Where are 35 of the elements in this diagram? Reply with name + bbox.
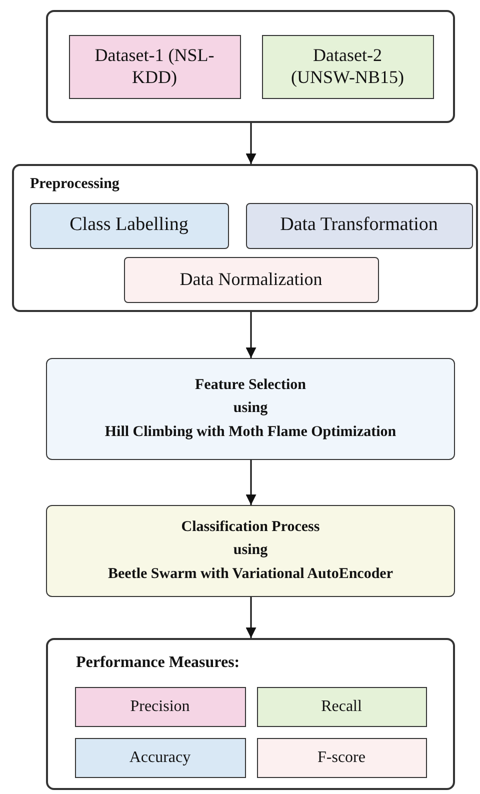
process-box	[46, 358, 455, 460]
box-label: Data Transformation	[279, 214, 439, 237]
process-box	[246, 202, 472, 248]
box-label: Recall	[320, 696, 363, 716]
arrow	[246, 312, 256, 358]
process-text: Beetle Swarm with Variational AutoEncoder	[107, 564, 394, 584]
group-box	[46, 10, 455, 123]
arrow	[246, 597, 256, 638]
process-box	[74, 686, 246, 726]
box-label: Dataset-2 (UNSW-NB15)	[290, 44, 405, 88]
process-text: using	[232, 399, 269, 418]
box-label: Data Normalization	[178, 268, 324, 290]
process-text: Classification Process	[180, 518, 321, 538]
process-text: Hill Climbing with Moth Flame Optimization	[104, 422, 398, 442]
group-box	[46, 638, 455, 790]
process-text: using	[232, 541, 269, 560]
group-box	[12, 164, 478, 312]
process-box	[46, 505, 455, 597]
arrow	[246, 460, 256, 505]
box-label: Class Labelling	[68, 214, 190, 237]
group-heading: Performance Measures:	[76, 654, 240, 672]
process-box	[256, 738, 426, 778]
process-box	[74, 738, 246, 778]
box-label: Dataset-1 (NSL-KDD)	[94, 44, 216, 88]
group-heading: Preprocessing	[30, 176, 120, 193]
arrow	[246, 123, 256, 164]
process-box	[262, 34, 434, 98]
box-label: Precision	[129, 696, 191, 716]
process-box	[68, 34, 240, 98]
process-box	[256, 686, 426, 726]
process-box	[124, 256, 378, 302]
process-box	[30, 202, 228, 248]
box-label: F-score	[316, 748, 366, 768]
box-label: Accuracy	[128, 748, 192, 768]
process-text: Feature Selection	[194, 376, 307, 396]
